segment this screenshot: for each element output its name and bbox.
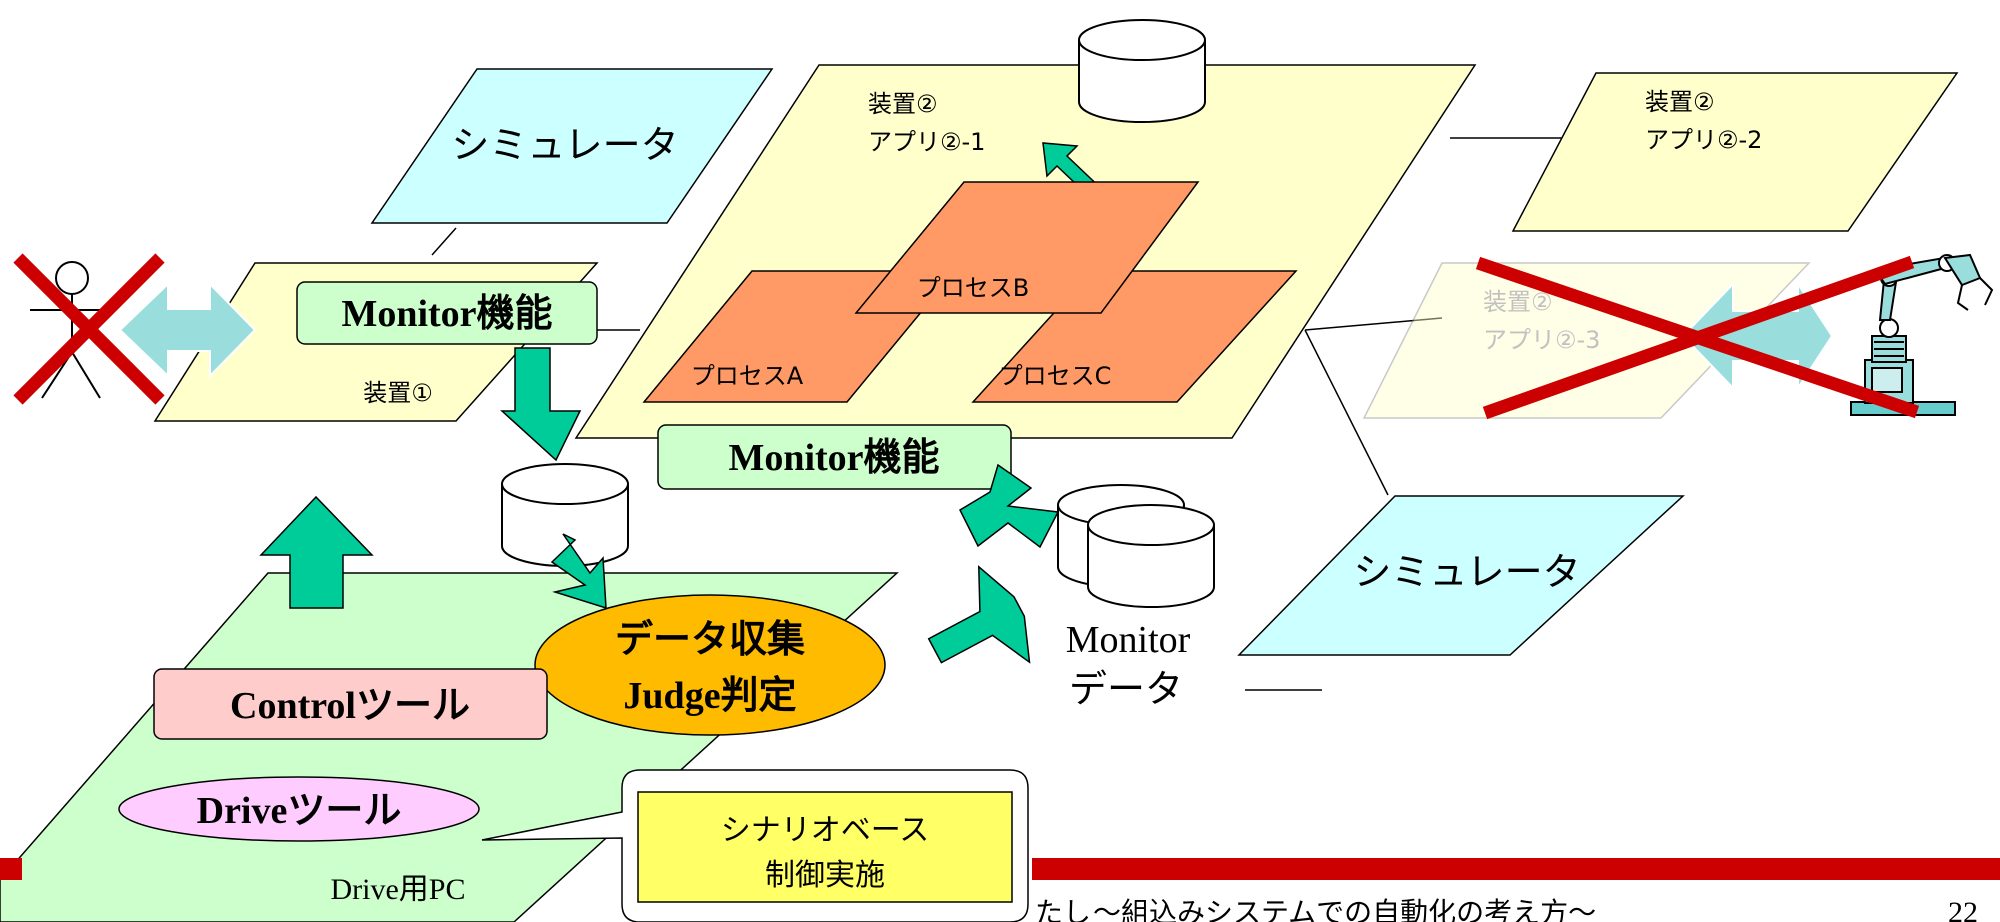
control-tool-label: Controlツール: [230, 685, 470, 727]
device2-app2-label-line1: 装置②: [1645, 88, 1715, 116]
process-b-label: プロセスB: [917, 274, 1029, 302]
monitor-data-line2: データ: [1069, 667, 1183, 711]
drive-tool-ellipse: [118, 776, 480, 842]
robot-link-arrow: [1681, 280, 1834, 392]
database-icon: [501, 463, 629, 567]
control-tool-box: [153, 668, 548, 740]
process-b-shape: [854, 181, 1200, 314]
simulator-right-shape: [1237, 495, 1685, 656]
callout-line2: 制御実施: [765, 858, 885, 893]
footer-red-bar-right: [1032, 858, 2000, 880]
monitor-to-data-arrow: [959, 463, 1060, 549]
person-cross-icon: [13, 253, 165, 405]
footer-red-bar-left: [0, 858, 22, 880]
device2-app2-shape: [1511, 72, 1959, 232]
database-icon: [1087, 504, 1215, 608]
device2-app3-label-line1: 装置②: [1483, 288, 1553, 316]
drive-pc-up-arrow: [259, 495, 374, 609]
process-c-shape: [971, 270, 1298, 403]
connector-lines: [431, 137, 1595, 691]
drive-tool-label: Driveツール: [197, 790, 402, 832]
device2-app2-label-line2: アプリ②-2: [1645, 126, 1762, 154]
data-collect-judge: [534, 594, 886, 736]
device2-monitor-box: [657, 424, 1012, 490]
footer-text: ～組込みシステムでの自動化の考え方～: [1093, 896, 1596, 922]
red-cross-icon: [1475, 255, 1920, 420]
process-a-label: プロセスA: [691, 362, 804, 390]
device2-main-label-line2: アプリ②-1: [868, 128, 985, 156]
process-c-label: プロセスC: [999, 362, 1112, 390]
device2-monitor-label: Monitor機能: [728, 437, 939, 479]
device2-app3-label-line2: アプリ②-3: [1483, 326, 1600, 354]
simulator-right-label: シミュレータ: [1353, 550, 1580, 594]
monitor-data-line1: Monitor: [1066, 619, 1191, 661]
simulator-top-label: シミュレータ: [451, 123, 678, 167]
page-number: 22: [1948, 896, 1978, 922]
callout-line1: シナリオベース: [721, 813, 930, 848]
device2-app3-shape: [1362, 262, 1811, 419]
device1-label: 装置①: [363, 379, 433, 407]
person-link-arrow: [118, 281, 257, 379]
device1-monitor-label: Monitor機能: [341, 293, 552, 335]
drive-pc-label: Drive用PC: [331, 873, 466, 906]
data-collect-label: データ収集: [615, 617, 805, 661]
simulator-top-shape: [370, 68, 774, 224]
callout-inner-box: [637, 791, 1013, 903]
device2-main-label-line1: 装置②: [868, 90, 938, 118]
monitor-data-to-collect-arrow: [927, 565, 1031, 664]
judge-label: Judge判定: [623, 675, 796, 717]
device1-to-db-arrow: [500, 347, 582, 462]
device1-monitor-box: [296, 281, 598, 345]
database-icon: [1078, 19, 1206, 123]
device2-app3-group: 装置② アプリ②-3: [1362, 262, 1811, 419]
footer-prefix: たし: [1035, 896, 1091, 922]
